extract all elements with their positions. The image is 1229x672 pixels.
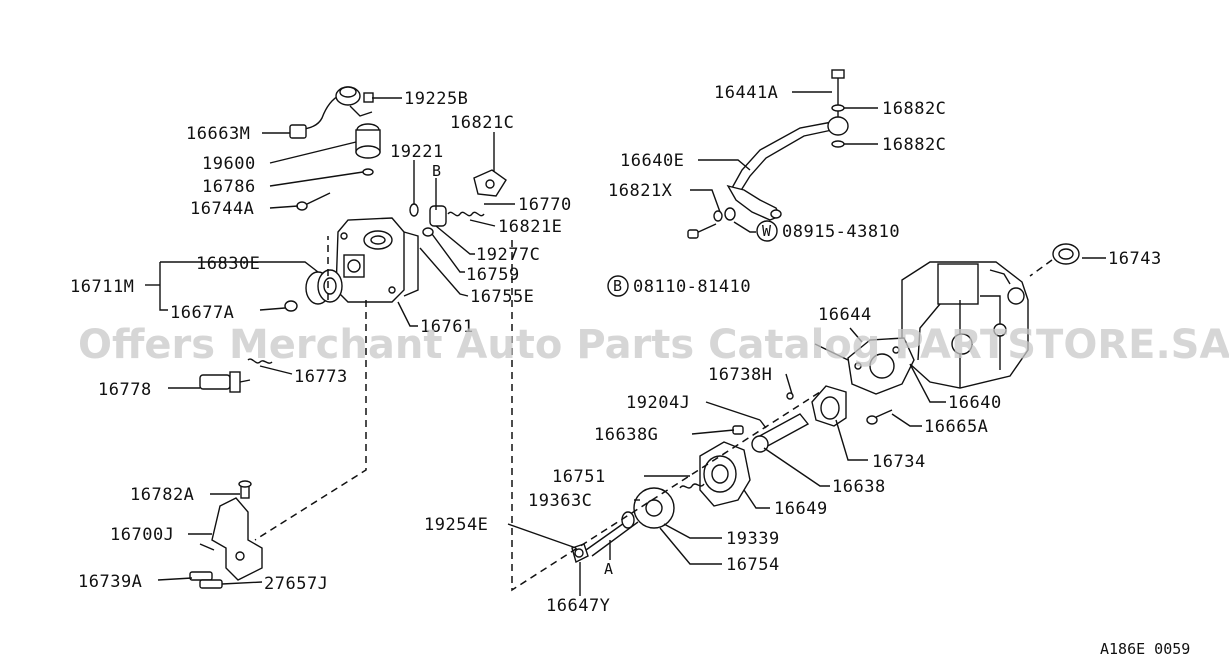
- bracket-16700J-part: [189, 480, 263, 589]
- bolt-16441A-part: [831, 69, 845, 148]
- part-label: 16743: [1108, 249, 1162, 269]
- pipe-16640E-part: [726, 116, 849, 221]
- part-label: 16649: [774, 499, 828, 519]
- part-label: 16778: [98, 380, 152, 400]
- shaft-19254E-part: [571, 511, 639, 564]
- part-label: 19339: [726, 529, 780, 549]
- o-ring-16786-part: [362, 168, 374, 176]
- ref-circle-b: [607, 275, 629, 297]
- seal-16743-part: [1052, 243, 1080, 265]
- plug-16677A-part: [284, 300, 298, 312]
- part-label: 16441A: [714, 83, 778, 103]
- part-label: 16882C: [882, 99, 946, 119]
- sensor-16778-part: [199, 358, 273, 393]
- part-label: 16761: [420, 317, 474, 337]
- plate-16734-part: [811, 385, 847, 427]
- ref-letter-a: A: [604, 560, 613, 578]
- part-label: 16754: [726, 555, 780, 575]
- assembly-guide-line: [254, 300, 367, 541]
- plate-16644-part: [847, 337, 915, 395]
- part-label: 16711M: [70, 277, 134, 297]
- part-label: 16755E: [470, 287, 534, 307]
- gear-19339-part: [633, 487, 675, 529]
- part-label: 16821E: [498, 217, 562, 237]
- part-label: 16786: [202, 177, 256, 197]
- part-label: 16751: [552, 467, 606, 487]
- pump-head-body-part: [335, 217, 419, 303]
- part-label: 16739A: [78, 572, 142, 592]
- drive-hub-16649-part: [699, 441, 751, 507]
- part-label: 16638: [832, 477, 886, 497]
- pump-housing-16640-part: [901, 261, 1029, 389]
- part-label: 16647Y: [546, 596, 610, 616]
- ref-letter-b: B: [432, 162, 441, 180]
- part-label: 16770: [518, 195, 572, 215]
- part-label: 16744A: [190, 199, 254, 219]
- fitting-19600-part: [355, 123, 381, 159]
- valve-small-parts: [409, 169, 507, 237]
- part-label: 16821C: [450, 113, 514, 133]
- part-label: 16677A: [170, 303, 234, 323]
- watermark-text: Offers Merchant Auto Parts Catalog PARTS…: [78, 322, 1229, 368]
- washers-16821X-part: [687, 207, 736, 239]
- screw-16744A-part: [296, 192, 331, 211]
- sleeve-16830E-part: [305, 269, 343, 305]
- part-label: 16640: [948, 393, 1002, 413]
- ref-letter-b: B: [613, 277, 622, 295]
- part-label: 16700J: [110, 525, 174, 545]
- part-label: 16821X: [608, 181, 673, 201]
- part-label: 16665A: [924, 417, 988, 437]
- part-label: 16830E: [196, 254, 260, 274]
- part-label: 16644: [818, 305, 872, 325]
- leader-lines-right: [507, 91, 1106, 596]
- part-label: 27657J: [264, 574, 328, 594]
- part-label: 19600: [202, 154, 256, 174]
- part-label: 19254E: [424, 515, 488, 535]
- part-label: 16759: [466, 265, 520, 285]
- part-label: 19204J: [626, 393, 690, 413]
- seal-guide-line: [1029, 259, 1053, 277]
- part-label: 08110-81410: [633, 277, 751, 297]
- part-label: 19225B: [404, 89, 468, 109]
- part-label: 16663M: [186, 124, 250, 144]
- screw-16665A-part: [866, 409, 893, 425]
- part-label: 16773: [294, 367, 348, 387]
- ref-letter-w: W: [762, 222, 772, 240]
- figure-code: A186E 0059: [1100, 640, 1190, 658]
- part-label: 16734: [872, 452, 926, 472]
- part-label: 16882C: [882, 135, 946, 155]
- part-label: 19221: [390, 142, 444, 162]
- leader-lines-left: [145, 97, 515, 585]
- part-label: 19363C: [528, 491, 592, 511]
- drive-guide-line: [511, 240, 821, 592]
- shaft-16638-part: [732, 392, 810, 453]
- part-label: 19277C: [476, 245, 540, 265]
- part-label: 16638G: [594, 425, 658, 445]
- part-label: 16782A: [130, 485, 194, 505]
- part-label: 08915-43810: [782, 222, 900, 242]
- part-label: 16640E: [620, 151, 684, 171]
- spring-16751-part: [679, 483, 705, 489]
- ref-circle-w: [756, 220, 778, 242]
- part-label: 16738H: [708, 365, 772, 385]
- solenoid-part: [289, 86, 374, 139]
